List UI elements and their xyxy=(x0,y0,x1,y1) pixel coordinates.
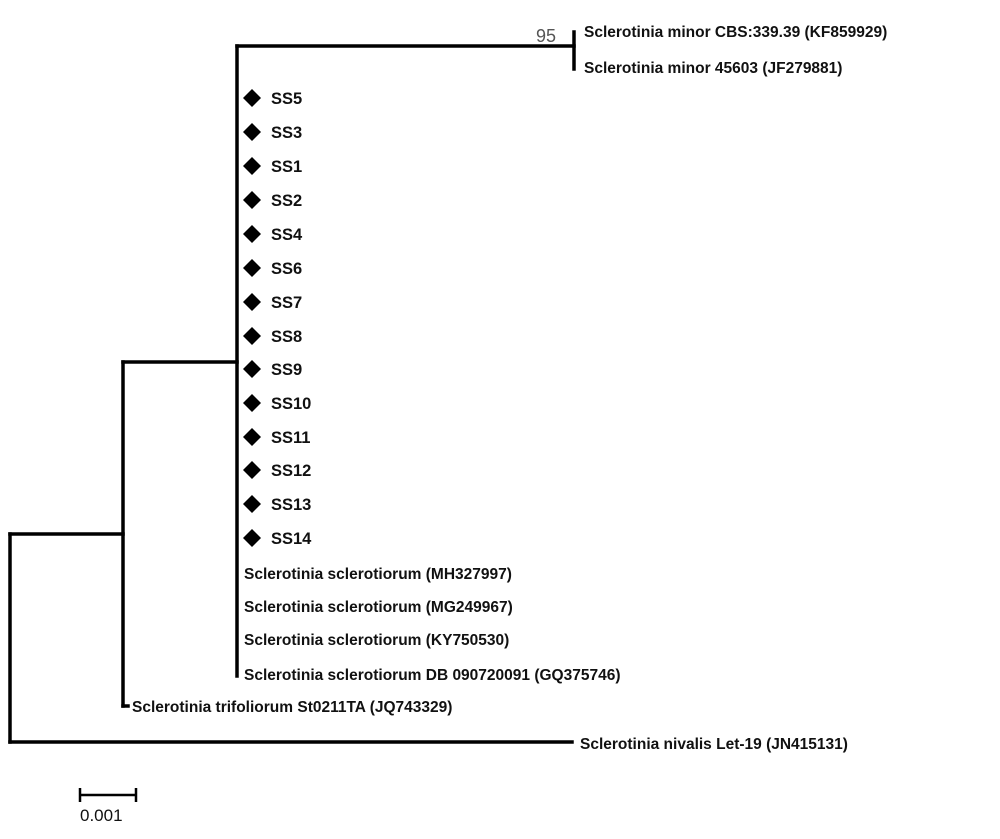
isolate-item: SS10 xyxy=(243,394,311,413)
diamond-icon xyxy=(243,529,261,547)
diamond-icon xyxy=(243,225,261,243)
isolate-item: SS14 xyxy=(243,529,312,548)
taxon-label-nivalis: Sclerotinia nivalis Let-19 (JN415131) xyxy=(580,736,848,753)
tree-branches xyxy=(8,30,576,744)
diamond-icon xyxy=(243,394,261,412)
isolate-item: SS1 xyxy=(243,157,302,176)
reference-label: Sclerotinia sclerotiorum DB 090720091 (G… xyxy=(244,667,621,684)
diamond-icon xyxy=(243,360,261,378)
diamond-icon xyxy=(243,293,261,311)
bootstrap-value: 95 xyxy=(536,26,556,46)
reference-label: Sclerotinia sclerotiorum (MH327997) xyxy=(244,566,512,583)
isolate-item: SS2 xyxy=(243,191,302,210)
isolate-label: SS8 xyxy=(271,328,302,346)
isolate-label: SS7 xyxy=(271,294,302,312)
isolate-item: SS8 xyxy=(243,327,302,346)
taxon-label-minor-1: Sclerotinia minor CBS:339.39 (KF859929) xyxy=(584,24,887,41)
diamond-icon xyxy=(243,191,261,209)
isolate-label: SS12 xyxy=(271,462,311,480)
isolate-item: SS4 xyxy=(243,225,303,244)
diamond-icon xyxy=(243,495,261,513)
isolate-label: SS2 xyxy=(271,192,302,210)
reference-label: Sclerotinia sclerotiorum (KY750530) xyxy=(244,632,509,649)
isolate-label: SS10 xyxy=(271,395,311,413)
isolate-label: SS14 xyxy=(271,530,312,548)
taxon-label-minor-2: Sclerotinia minor 45603 (JF279881) xyxy=(584,60,842,77)
isolate-label: SS9 xyxy=(271,361,302,379)
diamond-icon xyxy=(243,327,261,345)
diamond-icon xyxy=(243,428,261,446)
isolate-item: SS6 xyxy=(243,259,302,278)
isolate-label: SS11 xyxy=(271,429,310,447)
isolate-label: SS1 xyxy=(271,158,302,176)
scale-bar-label: 0.001 xyxy=(80,806,123,825)
isolate-item: SS3 xyxy=(243,123,302,142)
diamond-icon xyxy=(243,123,261,141)
taxon-label-trifoliorum: Sclerotinia trifoliorum St0211TA (JQ7433… xyxy=(132,699,452,716)
isolate-item: SS5 xyxy=(243,89,302,108)
isolate-label: SS13 xyxy=(271,496,311,514)
isolate-item: SS11 xyxy=(243,428,310,447)
isolate-item: SS7 xyxy=(243,293,302,312)
isolate-label: SS4 xyxy=(271,226,303,244)
isolate-label: SS5 xyxy=(271,90,302,108)
scale-bar xyxy=(78,788,138,802)
diamond-icon xyxy=(243,157,261,175)
isolate-label: SS6 xyxy=(271,260,302,278)
reference-label: Sclerotinia sclerotiorum (MG249967) xyxy=(244,599,513,616)
isolate-item: SS12 xyxy=(243,461,311,480)
diamond-icon xyxy=(243,461,261,479)
isolate-item: SS13 xyxy=(243,495,311,514)
diamond-icon xyxy=(243,89,261,107)
isolate-label: SS3 xyxy=(271,124,302,142)
isolate-item: SS9 xyxy=(243,360,302,379)
diamond-icon xyxy=(243,259,261,277)
isolate-marker-list: SS5 SS3 SS1 SS2 SS4 SS6 SS7 SS8 SS9 SS10… xyxy=(243,89,312,548)
